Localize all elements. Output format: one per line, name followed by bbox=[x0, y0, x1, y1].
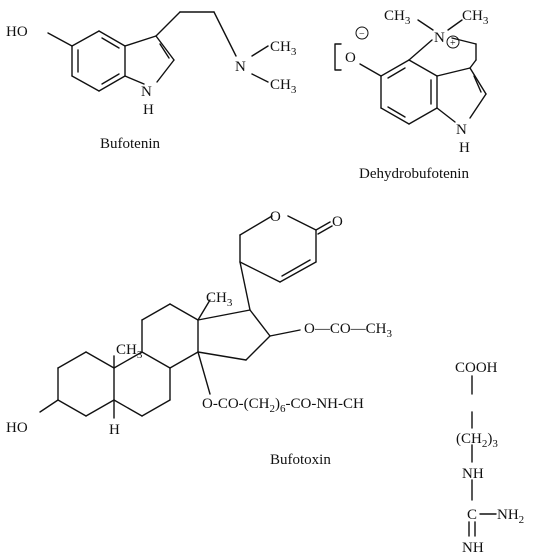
bufotenin-indole-h-label: H bbox=[143, 102, 154, 118]
dehydrobufotenin-caption: Dehydrobufotenin bbox=[359, 166, 469, 182]
bufotoxin-cooh-label: COOH bbox=[455, 360, 498, 376]
dehydrobufotenin-minus-label: − bbox=[359, 29, 365, 40]
bufotoxin-c10-methyl-label: CH3 bbox=[116, 342, 143, 361]
dehydrobufotenin-plus-label: + bbox=[450, 38, 456, 49]
bufotoxin-carbonyl-o-label: O bbox=[332, 214, 343, 230]
negative-charge-icon bbox=[355, 26, 369, 40]
dehydrobufotenin-indole-h-label: H bbox=[459, 140, 470, 156]
dehydrobufotenin-o-label: O bbox=[345, 50, 356, 66]
bufotoxin-ho-label: HO bbox=[6, 420, 28, 436]
dehydrobufotenin-indole-n-label: N bbox=[456, 122, 467, 138]
bufotoxin-structure: O O CH3 CH3 HO H O—CO—CH3 O-CO-(CH2)6-CO… bbox=[6, 209, 524, 556]
bufotenin-ho-label: HO bbox=[6, 24, 28, 40]
bufotenin-methyl-2-label: CH3 bbox=[270, 77, 297, 96]
bufotoxin-h-label: H bbox=[109, 422, 120, 438]
bufotoxin-nh2-label: NH2 bbox=[497, 507, 524, 526]
bufotenin-methyl-1-label: CH3 bbox=[270, 39, 297, 58]
dehydrobufotenin-methyl-2-label: CH3 bbox=[462, 8, 489, 27]
bufotoxin-c-label: C bbox=[467, 507, 477, 523]
positive-charge-icon bbox=[446, 35, 460, 49]
bufotoxin-c13-methyl-label: CH3 bbox=[206, 290, 233, 309]
bufotenin-amine-n-label: N bbox=[235, 59, 246, 75]
bufotoxin-ring-o-label: O bbox=[270, 209, 281, 225]
bufotoxin-ester-chain-label: O-CO-(CH2)6-CO-NH-CH bbox=[202, 396, 364, 415]
bufotoxin-nh-terminal-label: NH bbox=[462, 540, 484, 556]
bufotoxin-caption: Bufotoxin bbox=[270, 452, 331, 468]
dehydrobufotenin-n-quat-label: N bbox=[434, 30, 445, 46]
bufotenin-caption: Bufotenin bbox=[100, 136, 160, 152]
dehydrobufotenin-bonds bbox=[359, 19, 487, 125]
bufotoxin-nh-label: NH bbox=[462, 466, 484, 482]
bufotenin-indole-n-label: N bbox=[141, 84, 152, 100]
bufotoxin-bonds bbox=[39, 215, 497, 537]
bufotoxin-acetate-label: O—CO—CH3 bbox=[304, 321, 393, 340]
bufotenin-structure: HO N H N CH3 CH3 bbox=[6, 11, 297, 118]
bufotoxin-ch2-label: (CH2)3 bbox=[456, 431, 498, 450]
dehydrobufotenin-structure: CH3 CH3 N + O − N H bbox=[334, 8, 489, 156]
dehydrobufotenin-methyl-1-label: CH3 bbox=[384, 8, 411, 27]
bufotenin-bonds bbox=[47, 11, 269, 92]
bracket-icon bbox=[334, 43, 342, 71]
